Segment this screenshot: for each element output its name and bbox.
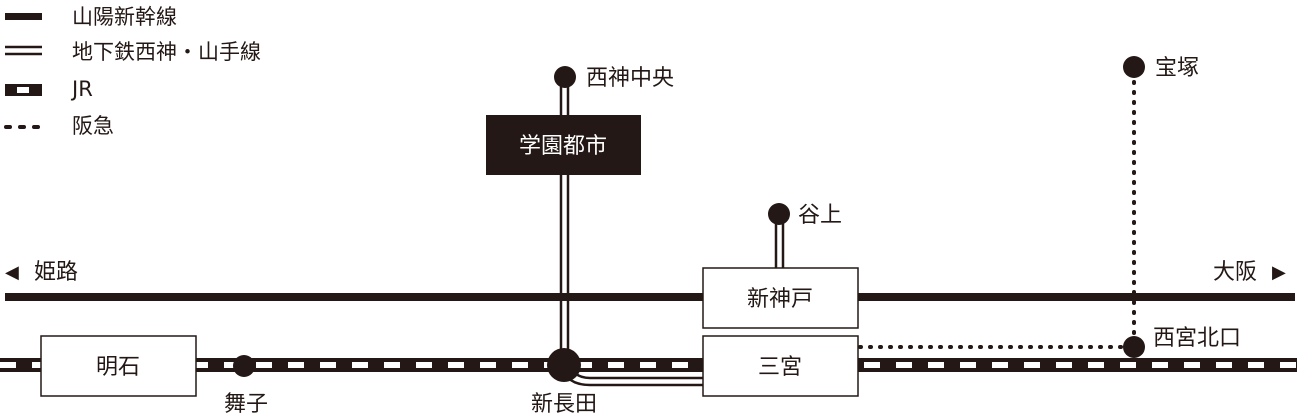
legend: 山陽新幹線 地下鉄西神・山手線 JR 阪急: [4, 5, 261, 138]
station-dot-seishin-chuo: [554, 66, 576, 88]
station-label-akashi: 明石: [96, 355, 140, 380]
shinkansen-line: [5, 293, 1295, 301]
station-label-seishin-chuo: 西神中央: [586, 66, 674, 91]
station-label-takarazuka: 宝塚: [1155, 56, 1199, 81]
legend-item-hankyu: 阪急: [4, 114, 114, 138]
direction-east-label: 大阪: [1213, 260, 1257, 285]
station-label-sannomiya: 三宮: [758, 355, 802, 380]
station-dot-nishinomiya-kitaguchi: [1123, 336, 1145, 358]
station-box-gakuen-toshi: [486, 115, 641, 175]
legend-swatch-jr-gap: [17, 87, 29, 93]
station-box-akashi: [40, 335, 197, 397]
direction-west: ◀ 姫路: [5, 260, 78, 285]
station-label-shin-nagata: 新長田: [531, 392, 597, 417]
legend-item-jr: JR: [5, 77, 93, 101]
direction-east: 大阪 ▶: [1213, 260, 1286, 285]
direction-west-label: 姫路: [34, 260, 78, 285]
legend-label-jr: JR: [70, 77, 93, 101]
direction-west-arrow-icon: ◀: [5, 262, 19, 283]
station-label-maiko: 舞子: [224, 392, 268, 417]
legend-swatch-solid: [5, 13, 42, 20]
legend-label-hankyu: 阪急: [72, 114, 114, 138]
station-dot-shin-nagata: [547, 348, 581, 382]
hankyu-line: [858, 80, 1136, 349]
legend-item-subway: 地下鉄西神・山手線: [5, 40, 261, 64]
jr-line: [0, 358, 1297, 372]
legend-label-subway: 地下鉄西神・山手線: [72, 40, 261, 64]
station-label-nishinomiya-kitaguchi: 西宮北口: [1153, 326, 1241, 351]
station-box-shin-kobe: [702, 267, 859, 329]
station-dot-takarazuka: [1123, 56, 1145, 78]
legend-item-shinkansen: 山陽新幹線: [5, 5, 177, 29]
station-label-tanigami: 谷上: [798, 203, 842, 228]
station-dot-maiko: [233, 355, 255, 377]
station-box-sannomiya: [702, 335, 859, 397]
station-label-gakuen-toshi: 学園都市: [519, 134, 607, 159]
direction-east-arrow-icon: ▶: [1272, 262, 1286, 283]
legend-label-shinkansen: 山陽新幹線: [72, 5, 177, 29]
station-label-shin-kobe: 新神戸: [747, 287, 813, 312]
station-dot-tanigami: [768, 203, 790, 225]
